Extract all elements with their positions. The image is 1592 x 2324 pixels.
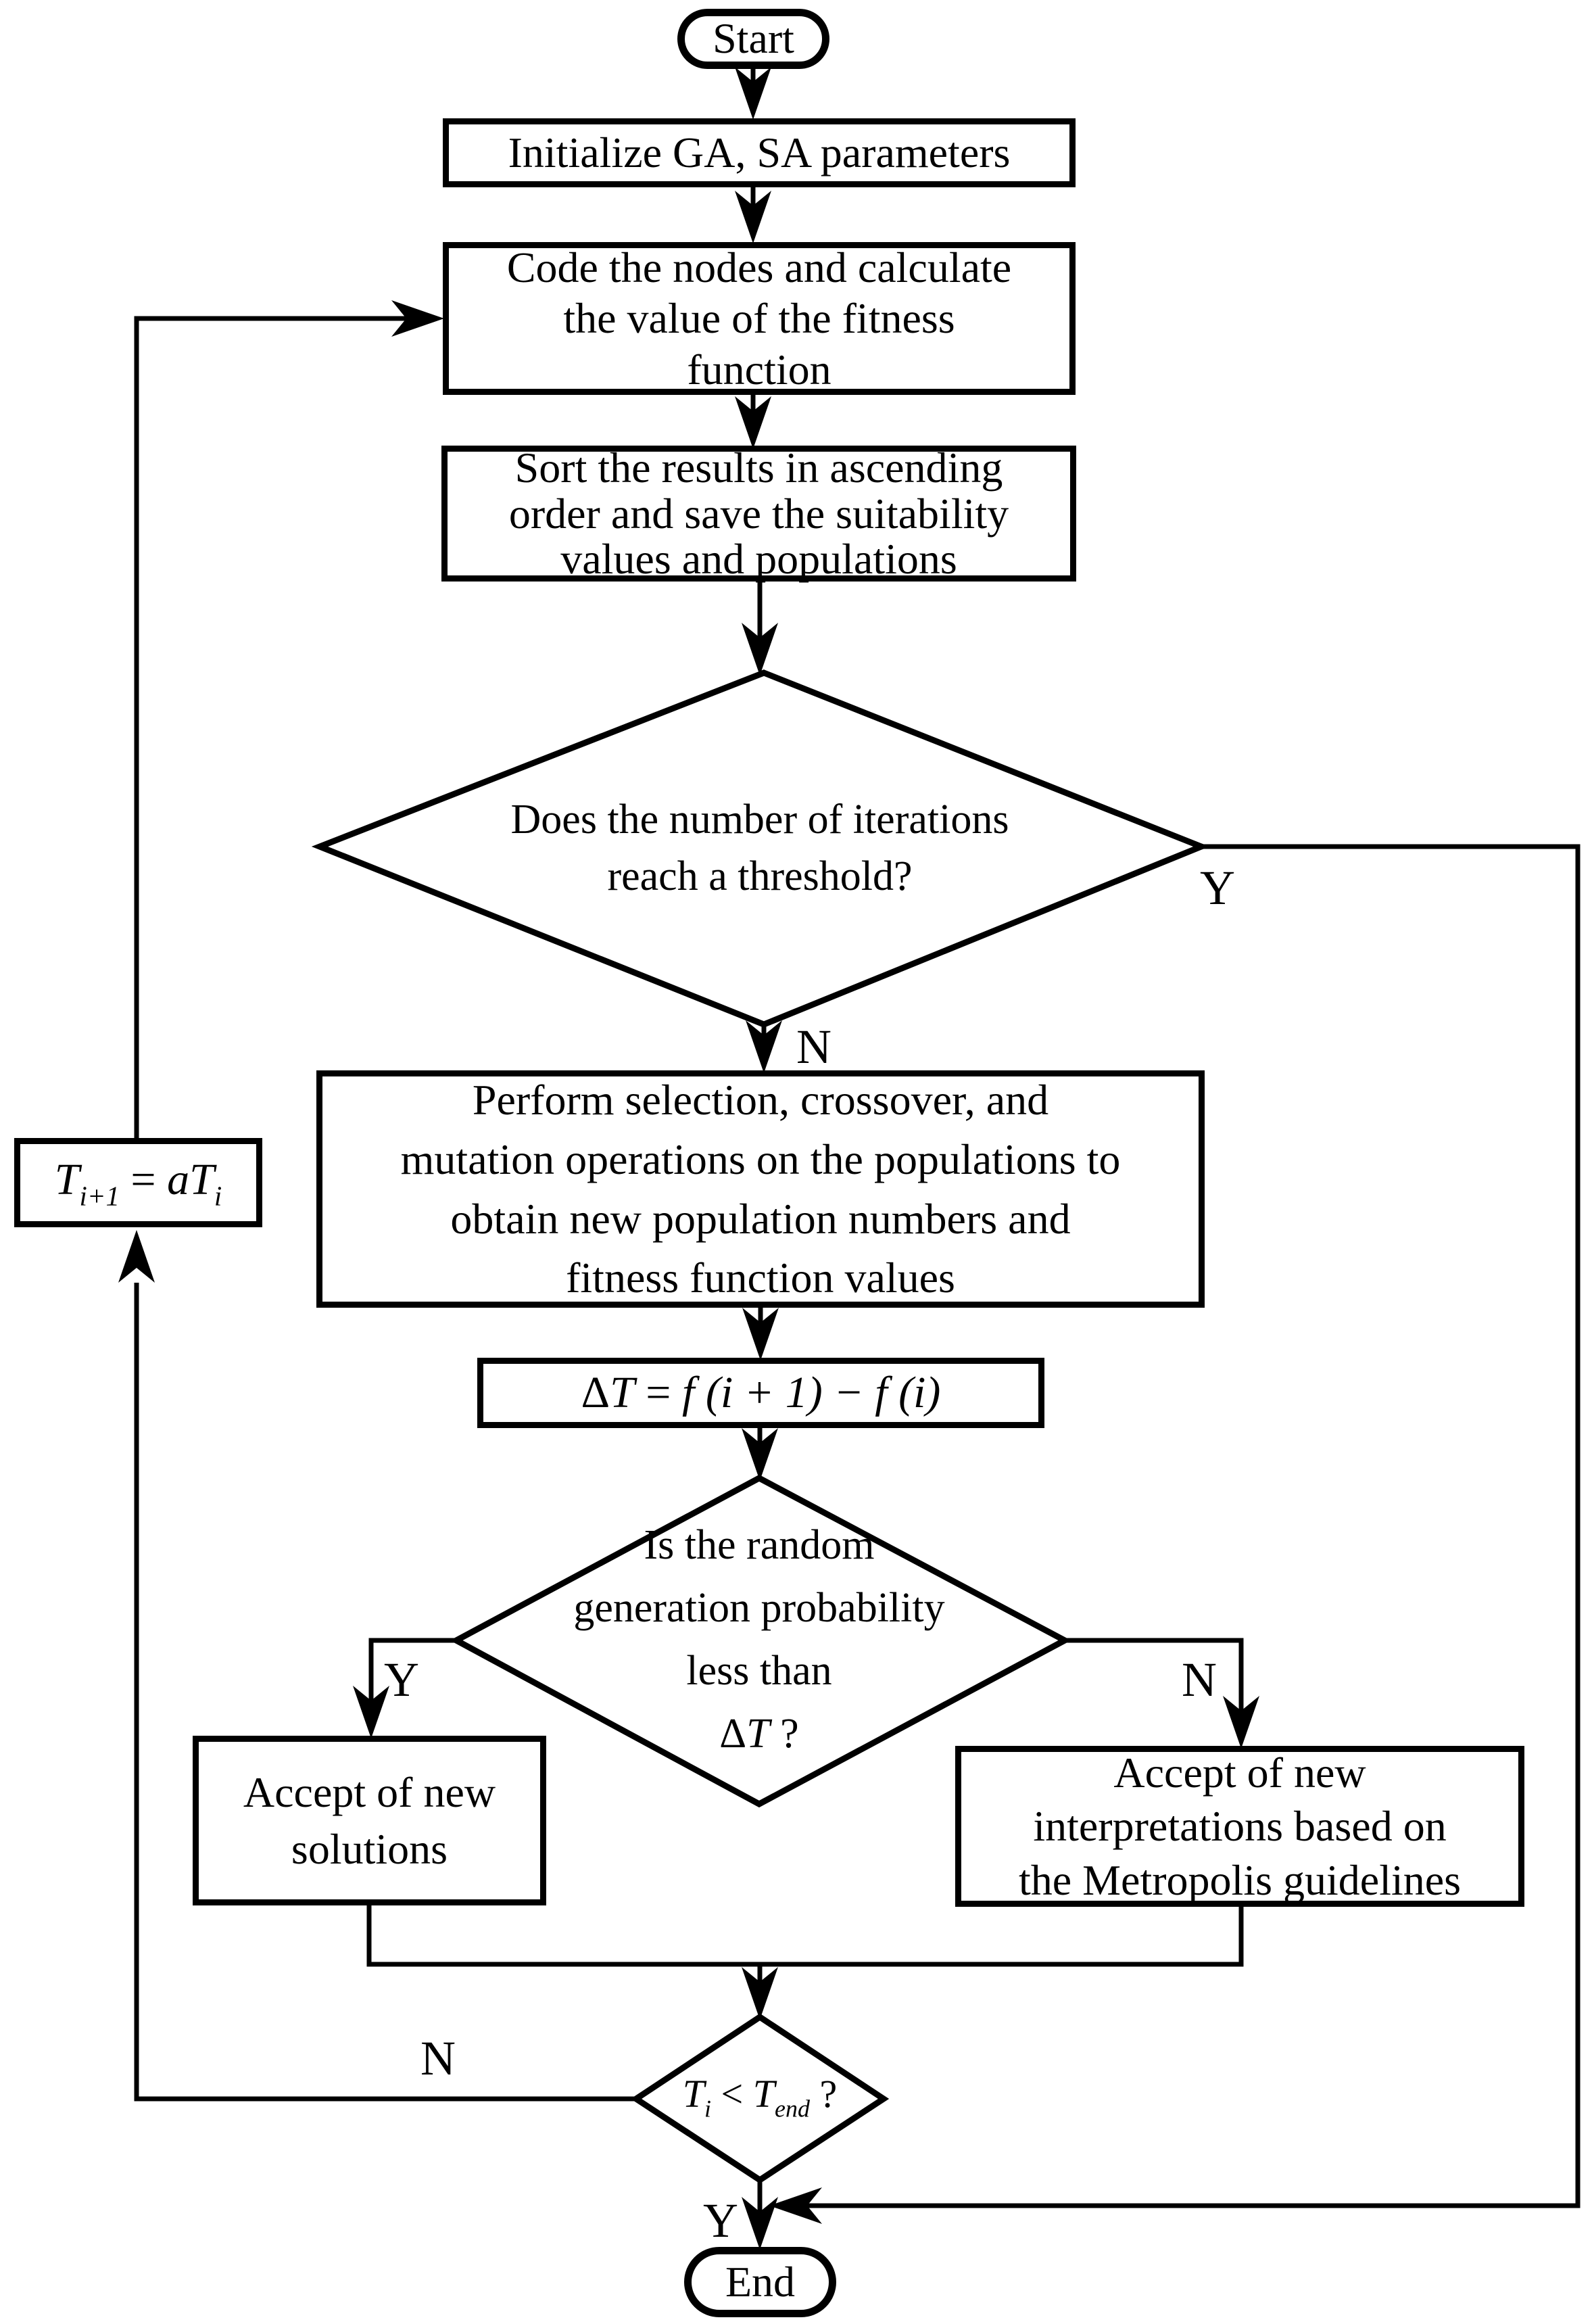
random-delta-var: T	[746, 1711, 770, 1757]
edge-accept-merge	[366, 1905, 1244, 1967]
accept-metropolis-label: Accept of new interpretations based on t…	[1018, 1748, 1462, 1904]
delta-symbol: Δ	[581, 1368, 610, 1418]
edge-temp-update-code	[134, 316, 406, 1138]
edge-random-yes	[368, 1638, 456, 1701]
arrowhead-random-no	[1223, 1696, 1259, 1749]
random-question-mark: ?	[769, 1711, 799, 1757]
temp-update-formula: Ti+1 = aTi	[55, 1153, 222, 1212]
perform-node: Perform selection, crossover, and mutati…	[316, 1070, 1205, 1308]
temp-decision-text: Ti < Tend ?	[638, 2056, 882, 2137]
temp-decision-T1: T	[682, 2071, 705, 2116]
random-delta-symbol: Δ	[719, 1711, 747, 1757]
arrowhead-into-end-line	[769, 2187, 822, 2224]
edge-iterations-yes	[807, 844, 1581, 2208]
arrowhead-random-yes	[353, 1686, 389, 1738]
label-random-no: N	[1182, 1653, 1217, 1707]
arrowhead-temp-no-up	[118, 1230, 155, 1283]
temp-decision-formula: Ti < Tend ?	[683, 2068, 837, 2125]
temp-update-sub1: i+1	[79, 1181, 120, 1212]
temp-decision-question-mark: ?	[809, 2071, 838, 2116]
arrowhead-sort-iterations	[742, 623, 778, 675]
arrowhead-code-sort	[735, 396, 771, 449]
random-decision-diamond	[450, 1474, 1071, 1808]
accept-solutions-label: Accept of new solutions	[243, 1768, 496, 1873]
code-node: Code the nodes and calculate the value o…	[443, 242, 1076, 395]
delta-expression: f (i + 1) − f (i)	[682, 1368, 941, 1418]
start-label: Start	[713, 14, 794, 63]
arrowhead-merge-temp	[742, 1967, 778, 2020]
temp-decision-T2: T	[752, 2071, 775, 2116]
arrowhead-iterations-no	[746, 1020, 782, 1073]
iterations-decision-diamond	[311, 669, 1210, 1028]
temp-decision-sub1: i	[704, 2094, 712, 2122]
label-random-yes: Y	[384, 1653, 419, 1707]
temp-decision-diamond	[630, 2013, 890, 2184]
edge-temp-no	[134, 1283, 637, 2102]
temp-update-coef: a	[167, 1154, 190, 1204]
temp-decision-op: <	[711, 2071, 753, 2116]
label-temp-no: N	[420, 2031, 456, 2085]
code-label: Code the nodes and calculate the value o…	[506, 243, 1012, 394]
temp-update-T2: T	[189, 1154, 214, 1204]
accept-metropolis-node: Accept of new interpretations based on t…	[955, 1746, 1524, 1907]
label-temp-yes: Y	[703, 2193, 738, 2248]
temp-decision-sub2: end	[775, 2094, 810, 2122]
temp-update-equals: =	[119, 1154, 168, 1204]
end-label: End	[725, 2257, 796, 2306]
label-iterations-yes: Y	[1200, 861, 1235, 915]
random-question-delta-line: ΔT ?	[719, 1703, 798, 1765]
delta-formula: ΔT = f (i + 1) − f (i)	[581, 1366, 941, 1419]
edge-random-no	[1065, 1638, 1244, 1711]
sort-label: Sort the results in ascending order and …	[508, 443, 1009, 584]
start-node: Start	[677, 9, 829, 69]
end-node: End	[684, 2247, 836, 2317]
temp-update-node: Ti+1 = aTi	[14, 1138, 262, 1227]
delta-formula-node: ΔT = f (i + 1) − f (i)	[477, 1358, 1044, 1428]
initialize-label: Initialize GA, SA parameters	[508, 128, 1011, 176]
temp-update-T1: T	[54, 1154, 80, 1204]
label-iterations-no: N	[796, 1020, 831, 1074]
accept-solutions-node: Accept of new solutions	[193, 1736, 546, 1905]
arrowhead-temp-yes-end	[742, 2197, 778, 2250]
initialize-node: Initialize GA, SA parameters	[443, 118, 1076, 187]
perform-label: Perform selection, crossover, and mutati…	[400, 1076, 1121, 1302]
arrowhead-perform-delta	[742, 1308, 779, 1360]
sort-node: Sort the results in ascending order and …	[441, 443, 1076, 584]
arrowhead-start-initialize	[735, 67, 771, 120]
iterations-decision-text: Does the number of iterations reach a th…	[456, 771, 1064, 926]
iterations-question: Does the number of iterations reach a th…	[510, 797, 1009, 899]
random-decision-text: Is the random generation probability les…	[523, 1504, 996, 1775]
arrowhead-delta-random	[742, 1428, 778, 1481]
arrowhead-into-code	[391, 300, 444, 337]
random-question: Is the random generation probability les…	[573, 1522, 945, 1694]
arrowhead-initialize-code	[735, 191, 771, 243]
delta-equals: =	[634, 1368, 683, 1418]
delta-var: T	[610, 1368, 635, 1418]
temp-update-sub2: i	[214, 1181, 222, 1212]
